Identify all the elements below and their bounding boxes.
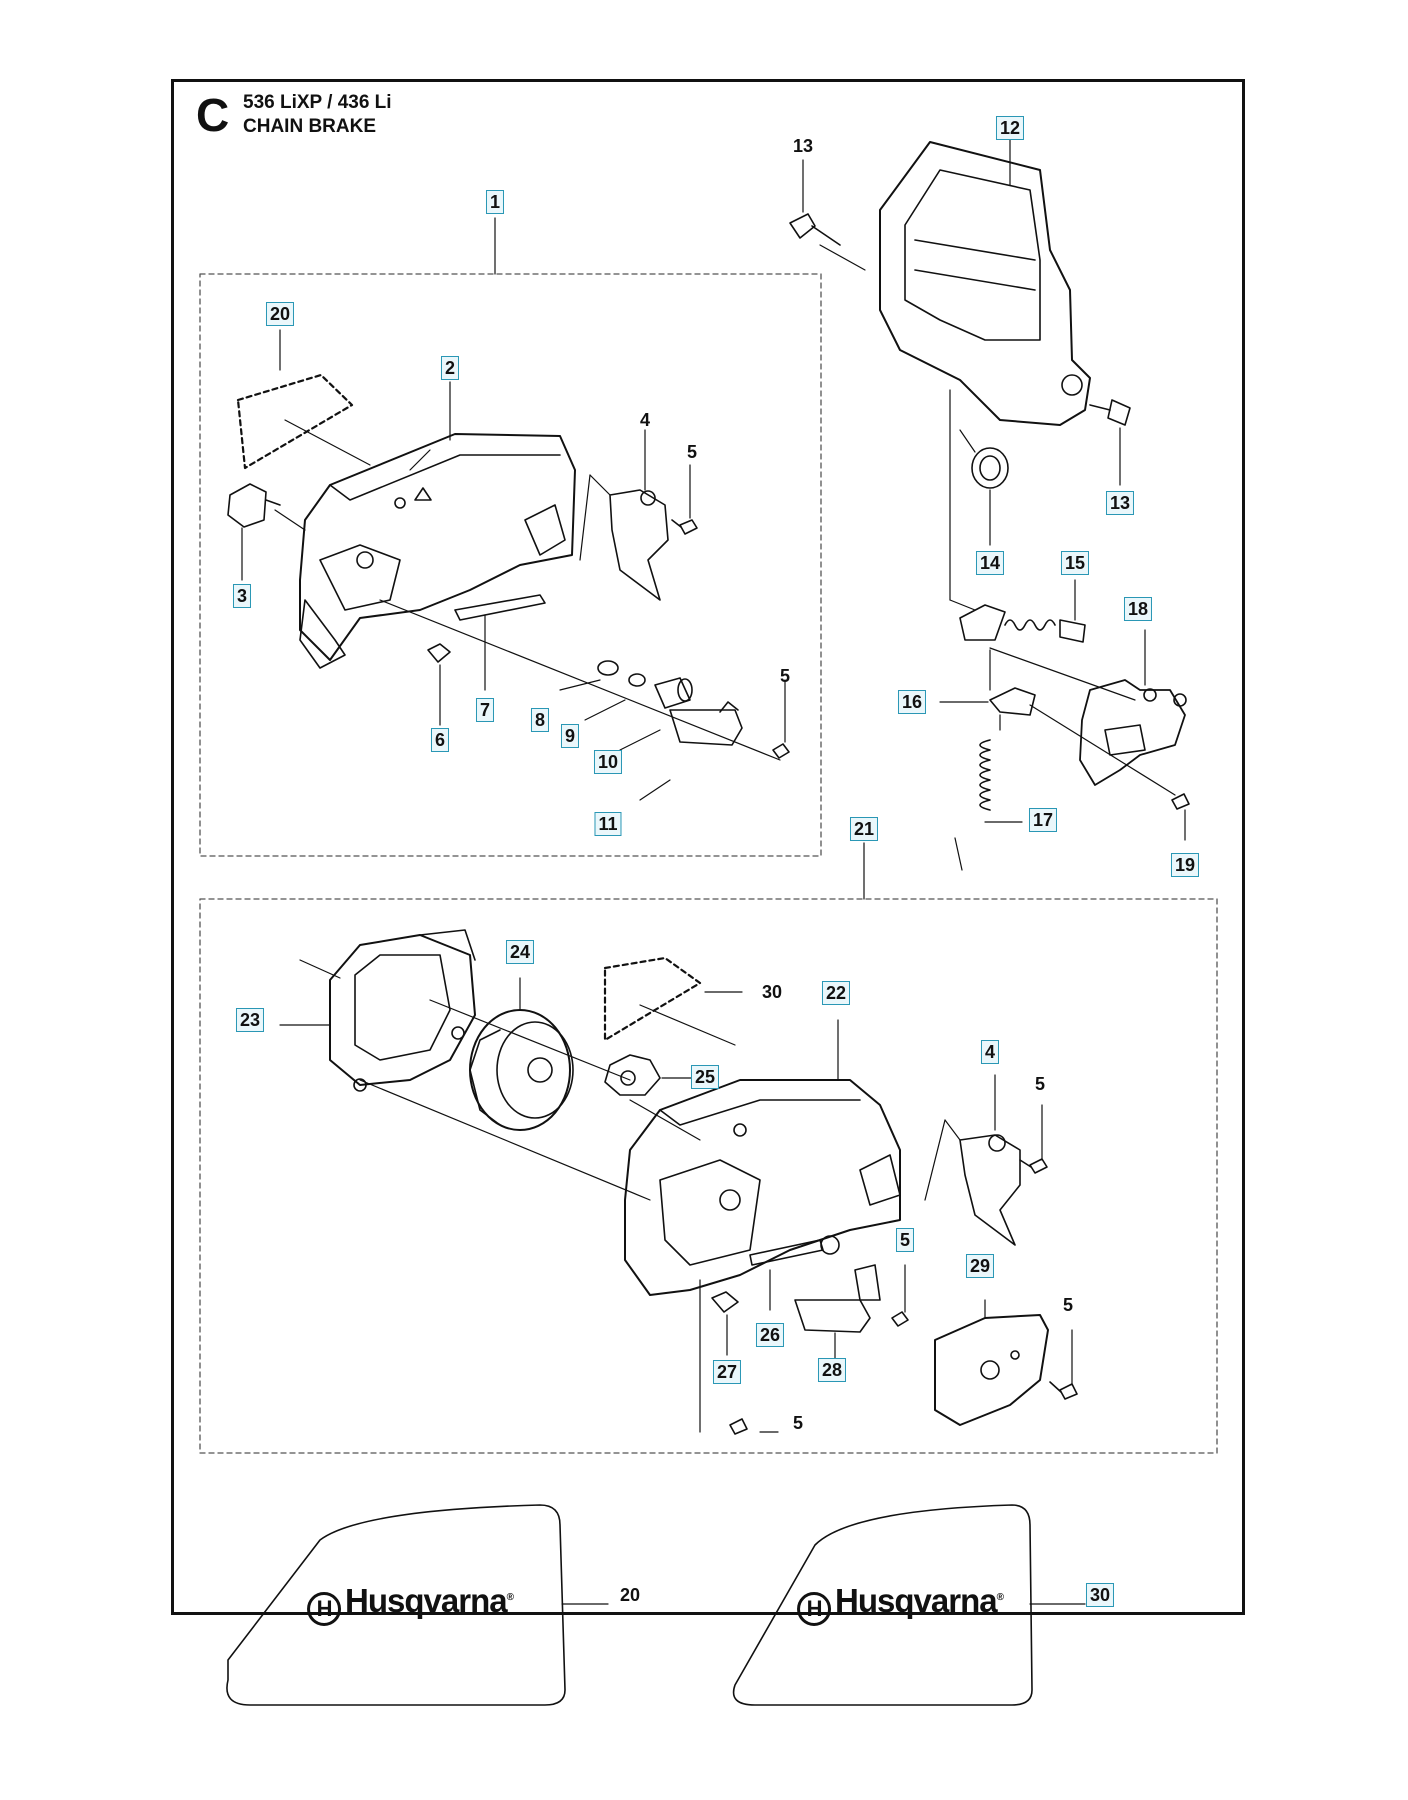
callout-5: 5 bbox=[686, 442, 698, 462]
part-6-pawl bbox=[427, 643, 451, 726]
part-16-lever bbox=[939, 687, 1176, 796]
part-11-bracket bbox=[639, 701, 743, 801]
part-17-spring bbox=[954, 714, 1023, 871]
part-15-plunger bbox=[959, 579, 1086, 643]
callout-21: 21 bbox=[849, 817, 879, 841]
callout-4: 4 bbox=[980, 1040, 1000, 1064]
part-18-brake-lever bbox=[1079, 629, 1187, 786]
callout-18: 18 bbox=[1123, 597, 1153, 621]
part-13-bolt-b bbox=[1089, 399, 1131, 486]
callout-5: 5 bbox=[1062, 1295, 1074, 1315]
callout-13: 13 bbox=[1105, 491, 1135, 515]
callout-16: 16 bbox=[897, 690, 927, 714]
callout-30: 30 bbox=[1085, 1583, 1115, 1607]
section-letter: C bbox=[196, 89, 230, 141]
callout-5: 5 bbox=[895, 1228, 915, 1252]
callout-24: 24 bbox=[505, 940, 535, 964]
part-14-spring bbox=[959, 429, 1009, 546]
callout-19: 19 bbox=[1170, 853, 1200, 877]
part-24-clutch bbox=[469, 977, 574, 1131]
callout-10: 10 bbox=[593, 750, 623, 774]
callout-9: 9 bbox=[560, 724, 580, 748]
part-10-bushing bbox=[654, 677, 693, 709]
part-29-bar-cover bbox=[934, 1299, 1049, 1426]
part-4-cover-plate bbox=[579, 429, 669, 601]
part-2-clutch-cover bbox=[299, 433, 576, 669]
axis-assembly-21-upper bbox=[359, 1079, 651, 1201]
part-25-star-nut bbox=[604, 1054, 696, 1096]
part-5c-screw bbox=[1019, 1104, 1048, 1174]
callout-26: 26 bbox=[755, 1323, 785, 1347]
callout-1: 1 bbox=[485, 190, 505, 214]
part-20-decal-outline bbox=[236, 373, 354, 470]
section-subtitle: CHAIN BRAKE bbox=[243, 116, 376, 137]
decal-30-shape bbox=[732, 1504, 1033, 1706]
callout-15: 15 bbox=[1060, 551, 1090, 575]
callout-30: 30 bbox=[761, 982, 783, 1002]
part-28-lever bbox=[794, 1264, 881, 1361]
axis-20 bbox=[284, 419, 371, 466]
part-5-screw-a bbox=[671, 464, 698, 535]
callout-11: 11 bbox=[594, 812, 622, 836]
husqvarna-crown-icon: H bbox=[797, 1592, 832, 1626]
part-30-decal-outline bbox=[603, 956, 702, 1042]
callout-5: 5 bbox=[779, 666, 791, 686]
part-3-sleeve bbox=[227, 483, 306, 581]
part-27-pawl bbox=[711, 1291, 739, 1356]
callout-14: 14 bbox=[975, 551, 1005, 575]
part-22-clutch-cover bbox=[624, 1019, 901, 1296]
callout-20: 20 bbox=[265, 302, 295, 326]
husqvarna-crown-icon: H bbox=[307, 1592, 342, 1626]
callout-17: 17 bbox=[1028, 808, 1058, 832]
decal-30-brand: Husqvarna bbox=[835, 1582, 998, 1619]
part-8-washer bbox=[597, 660, 619, 676]
callout-23: 23 bbox=[235, 1008, 265, 1032]
part-19-screw bbox=[1171, 793, 1190, 841]
part-5f-screw bbox=[729, 1418, 779, 1435]
part-5d-screw bbox=[891, 1264, 909, 1327]
part-26-pin bbox=[749, 1235, 840, 1311]
decal-20-shape bbox=[226, 1504, 566, 1706]
callout-2: 2 bbox=[440, 356, 460, 380]
callout-3: 3 bbox=[232, 584, 252, 608]
callout-6: 6 bbox=[430, 728, 450, 752]
callout-7: 7 bbox=[475, 698, 495, 722]
assembly-box-21 bbox=[199, 898, 1218, 1454]
callout-12: 12 bbox=[995, 116, 1025, 140]
callout-4: 4 bbox=[639, 410, 651, 430]
model-title: 536 LiXP / 436 Li bbox=[243, 92, 392, 113]
callout-5: 5 bbox=[1034, 1074, 1046, 1094]
callout-25: 25 bbox=[690, 1065, 720, 1089]
diagram-frame bbox=[171, 79, 1245, 1615]
leader-2b bbox=[409, 449, 431, 471]
part-12-hand-guard bbox=[879, 137, 1091, 426]
part-7-shaft bbox=[454, 594, 546, 691]
callout-20: 20 bbox=[619, 1585, 641, 1605]
callout-27: 27 bbox=[712, 1360, 742, 1384]
axis-assembly-21-lower bbox=[429, 999, 631, 1081]
part-9-ring bbox=[628, 673, 646, 687]
part-13-bolt-a bbox=[789, 159, 866, 271]
callout-5: 5 bbox=[792, 1413, 804, 1433]
part-5e-screw bbox=[1049, 1329, 1078, 1400]
part-23-clutch-drum-cover bbox=[279, 929, 476, 1092]
callout-8: 8 bbox=[530, 708, 550, 732]
assembly-box-1 bbox=[199, 273, 822, 857]
callout-28: 28 bbox=[817, 1358, 847, 1382]
axis-assembly-1 bbox=[379, 599, 781, 761]
callout-29: 29 bbox=[965, 1254, 995, 1278]
callout-22: 22 bbox=[821, 981, 851, 1005]
decal-20-brand: Husqvarna bbox=[345, 1582, 508, 1619]
part-5-screw-b bbox=[772, 679, 790, 759]
part-4b-cover-plate bbox=[924, 1074, 1021, 1246]
callout-13: 13 bbox=[792, 136, 814, 156]
